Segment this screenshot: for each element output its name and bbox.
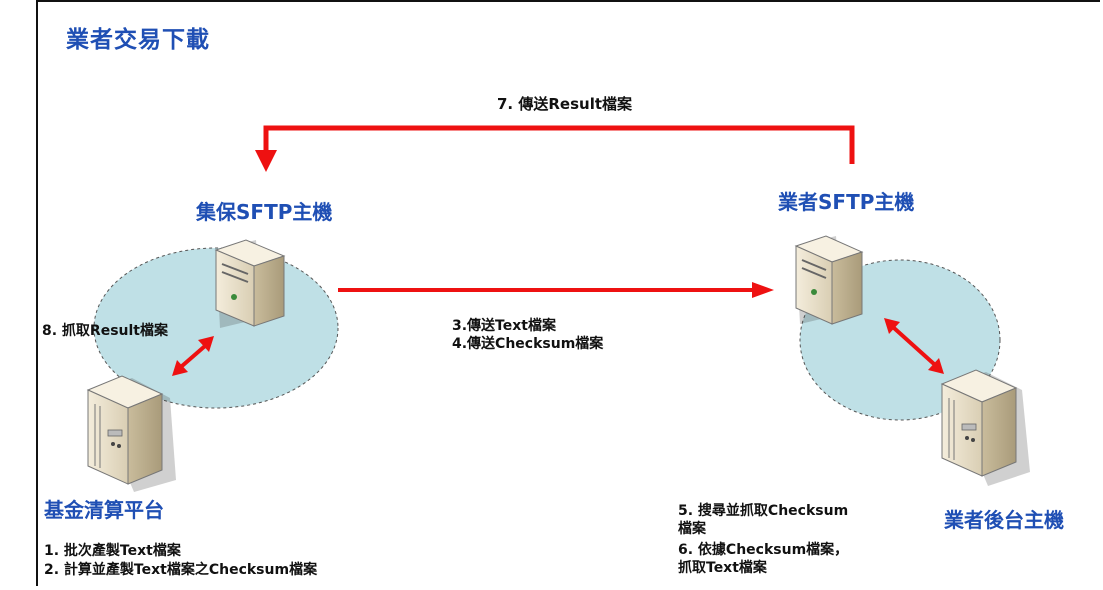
step6-label-line1: 6. 依據Checksum檔案， (678, 542, 849, 558)
step3-label: 3.傳送Text檔案 (452, 318, 556, 334)
step5-label-line2: 檔案 (678, 521, 706, 537)
step1-label: 1. 批次產製Text檔案 (44, 543, 181, 559)
node-label-tdcc-sftp: 集保SFTP主機 (196, 200, 333, 224)
vendor-backend-server-icon (940, 369, 1030, 486)
arrow-step5-6-head-b (928, 358, 944, 374)
arrow-step3-4-head (752, 282, 774, 298)
vendor-sftp-server-icon (794, 235, 864, 325)
tdcc-sftp-server-icon (214, 239, 286, 328)
fund-platform-server-icon (86, 375, 176, 492)
arrow-step7-head (255, 150, 277, 172)
arrow-step8-head-a (198, 336, 214, 352)
arrow-step5-6-head-a (884, 318, 900, 334)
step6-label-line2: 抓取Text檔案 (678, 560, 767, 576)
step8-label: 8. 抓取Result檔案 (42, 323, 168, 339)
diagram-frame (36, 0, 1100, 586)
node-label-vendor-backend: 業者後台主機 (944, 508, 1064, 532)
step4-label: 4.傳送Checksum檔案 (452, 336, 604, 352)
node-label-fund-platform: 基金清算平台 (44, 498, 164, 522)
step5-label-line1: 5. 搜尋並抓取Checksum (678, 503, 849, 519)
arrow-step5-6 (892, 326, 936, 366)
step2-label: 2. 計算並產製Text檔案之Checksum檔案 (44, 562, 318, 578)
page-title: 業者交易下載 (66, 27, 210, 53)
arrow-step7 (263, 125, 855, 164)
node-label-vendor-sftp: 業者SFTP主機 (778, 190, 915, 214)
arrow-step8 (180, 344, 207, 368)
step7-label: 7. 傳送Result檔案 (497, 95, 633, 113)
arrow-step8-head-b (172, 360, 188, 376)
